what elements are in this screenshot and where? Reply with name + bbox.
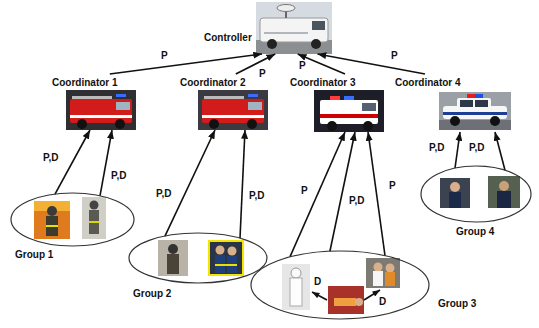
ambulance	[314, 90, 384, 132]
edge-label: P	[298, 60, 307, 72]
group-ellipse: Group 4	[420, 165, 532, 223]
node-label: Group 4	[456, 226, 494, 238]
group-ellipse-line	[251, 251, 429, 319]
fire-truck	[66, 90, 136, 130]
victim-photo	[328, 286, 364, 314]
rescuer-photo	[282, 264, 310, 310]
coordinator-box: Coordinator 1	[52, 74, 137, 130]
edge-label: P,D	[155, 188, 172, 200]
coordinator-box: Coordinator 3	[290, 74, 386, 132]
arrow-connector	[236, 54, 275, 74]
group-outline	[10, 192, 135, 247]
arrow-connector	[100, 130, 112, 196]
arrow-connector	[240, 130, 245, 238]
arrow-connector	[165, 130, 215, 236]
edge-label: P	[160, 50, 169, 62]
group-outline	[128, 232, 268, 284]
firefighter-photo	[209, 241, 243, 275]
node-label: Coordinator 4	[395, 77, 461, 89]
arrow-connector	[495, 132, 505, 170]
flow-label: D	[378, 296, 387, 308]
arrow-connector	[290, 132, 345, 257]
coordinator-box: Coordinator 4	[395, 74, 513, 132]
group-ellipse: Group 1	[10, 192, 135, 247]
medic-photo	[366, 258, 400, 288]
edge-label: P	[388, 180, 397, 192]
edge-label: P,D	[248, 190, 265, 202]
group-ellipse-line	[421, 166, 531, 222]
edge-label: P	[300, 185, 309, 197]
node-label: Group 3	[438, 298, 476, 310]
police-photo	[440, 178, 470, 208]
police-car	[439, 92, 511, 130]
group-outline	[420, 165, 532, 223]
group-ellipse: Group 3	[250, 250, 430, 320]
fire-truck	[198, 90, 268, 130]
edge-label: P,D	[428, 142, 445, 154]
node-label: Coordinator 2	[180, 77, 246, 89]
arrow-connector	[110, 54, 262, 74]
control-van	[256, 2, 332, 54]
node-label: Coordinator 3	[290, 77, 356, 89]
edge-label: P	[390, 50, 399, 62]
arrow-connector	[317, 54, 424, 74]
data-arrow	[312, 292, 327, 300]
group-ellipse: Group 2	[128, 232, 268, 284]
firefighter-photo	[34, 201, 70, 239]
edge-label: P,D	[110, 170, 127, 182]
group-outline	[250, 250, 430, 320]
flow-label: D	[313, 276, 322, 288]
node-label: Coordinator 1	[52, 77, 118, 89]
edge-label: P	[258, 68, 267, 80]
firefighter-photo	[158, 240, 188, 276]
arrow-connector	[330, 132, 355, 251]
arrow-connector	[455, 132, 460, 168]
arrow-connector	[368, 132, 385, 256]
arrow-connector	[55, 130, 90, 194]
edge-label: P,D	[42, 152, 59, 164]
node-label: Controller	[204, 32, 252, 44]
police-photo	[488, 176, 520, 208]
node-label: Group 2	[133, 288, 171, 300]
edge-label: P,D	[468, 142, 485, 154]
controller-box: Controller	[200, 2, 332, 54]
node-label: Group 1	[15, 249, 53, 261]
edge-label: P,D	[348, 195, 365, 207]
group-ellipse-line	[11, 193, 134, 246]
firefighter-photo	[82, 197, 106, 239]
group-ellipse-line	[129, 233, 267, 283]
coordinator-box: Coordinator 2	[180, 74, 270, 130]
